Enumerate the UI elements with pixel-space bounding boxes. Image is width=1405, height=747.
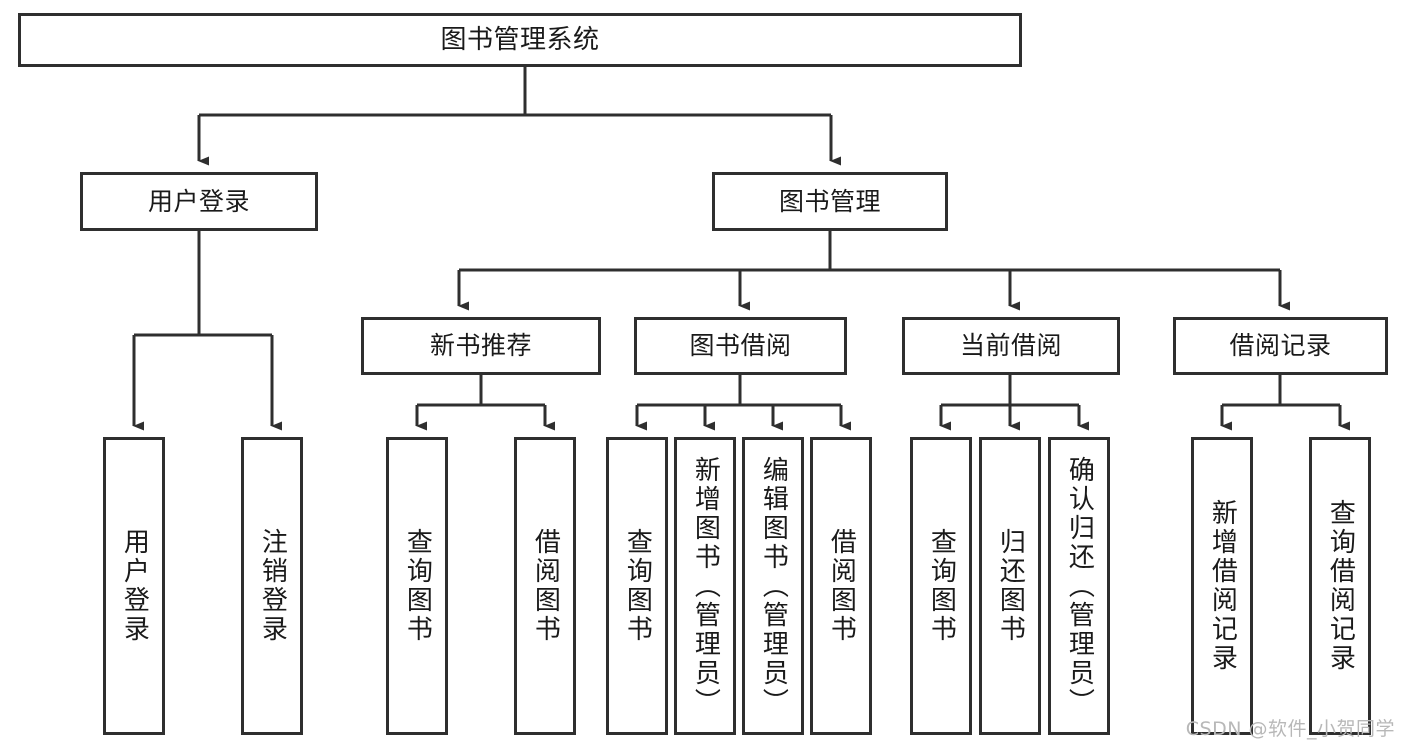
node-leaf-query-book-borrow[interactable]: 查询图书 xyxy=(606,437,668,735)
node-leaf-logout[interactable]: 注销登录 xyxy=(241,437,303,735)
node-label: 确认归还（管理员） xyxy=(1064,455,1095,717)
node-label: 用户登录 xyxy=(147,186,250,216)
node-leaf-confirm-return-admin[interactable]: 确认归还（管理员） xyxy=(1048,437,1110,735)
node-root-book-management-system[interactable]: 图书管理系统 xyxy=(18,13,1022,67)
node-borrow-record[interactable]: 借阅记录 xyxy=(1173,317,1388,375)
node-leaf-query-book-recommend[interactable]: 查询图书 xyxy=(386,437,448,735)
node-label: 借阅记录 xyxy=(1229,331,1332,361)
node-user-login[interactable]: 用户登录 xyxy=(80,172,318,231)
node-label: 新增借阅记录 xyxy=(1207,499,1238,673)
node-label: 归还图书 xyxy=(995,528,1026,644)
node-label: 借阅图书 xyxy=(826,528,857,644)
node-leaf-user-login[interactable]: 用户登录 xyxy=(103,437,165,735)
node-label: 查询图书 xyxy=(926,528,957,644)
node-book-management[interactable]: 图书管理 xyxy=(712,172,948,231)
node-label: 借阅图书 xyxy=(530,528,561,644)
node-leaf-return-book[interactable]: 归还图书 xyxy=(979,437,1041,735)
node-leaf-query-book-current[interactable]: 查询图书 xyxy=(910,437,972,735)
node-leaf-query-borrow-record[interactable]: 查询借阅记录 xyxy=(1309,437,1371,735)
node-current-borrow[interactable]: 当前借阅 xyxy=(902,317,1120,375)
node-leaf-add-book-admin[interactable]: 新增图书（管理员） xyxy=(674,437,736,735)
node-label: 注销登录 xyxy=(257,528,288,644)
node-new-book-recommend[interactable]: 新书推荐 xyxy=(361,317,601,375)
node-label: 新增图书（管理员） xyxy=(690,455,721,717)
node-leaf-edit-book-admin[interactable]: 编辑图书（管理员） xyxy=(742,437,804,735)
node-label: 查询图书 xyxy=(622,528,653,644)
node-leaf-borrow-book[interactable]: 借阅图书 xyxy=(810,437,872,735)
node-label: 查询图书 xyxy=(402,528,433,644)
node-label: 编辑图书（管理员） xyxy=(758,455,789,717)
node-label: 图书管理系统 xyxy=(440,24,600,55)
node-leaf-borrow-book-recommend[interactable]: 借阅图书 xyxy=(514,437,576,735)
csdn-watermark: CSDN @软件_小贺同学 xyxy=(1185,718,1395,740)
node-book-borrow[interactable]: 图书借阅 xyxy=(634,317,847,375)
node-label: 当前借阅 xyxy=(959,331,1062,361)
node-label: 图书管理 xyxy=(778,186,881,216)
node-leaf-add-borrow-record[interactable]: 新增借阅记录 xyxy=(1191,437,1253,735)
node-label: 新书推荐 xyxy=(429,331,532,361)
node-label: 查询借阅记录 xyxy=(1325,499,1356,673)
node-label: 图书借阅 xyxy=(689,331,792,361)
node-label: 用户登录 xyxy=(119,528,150,644)
